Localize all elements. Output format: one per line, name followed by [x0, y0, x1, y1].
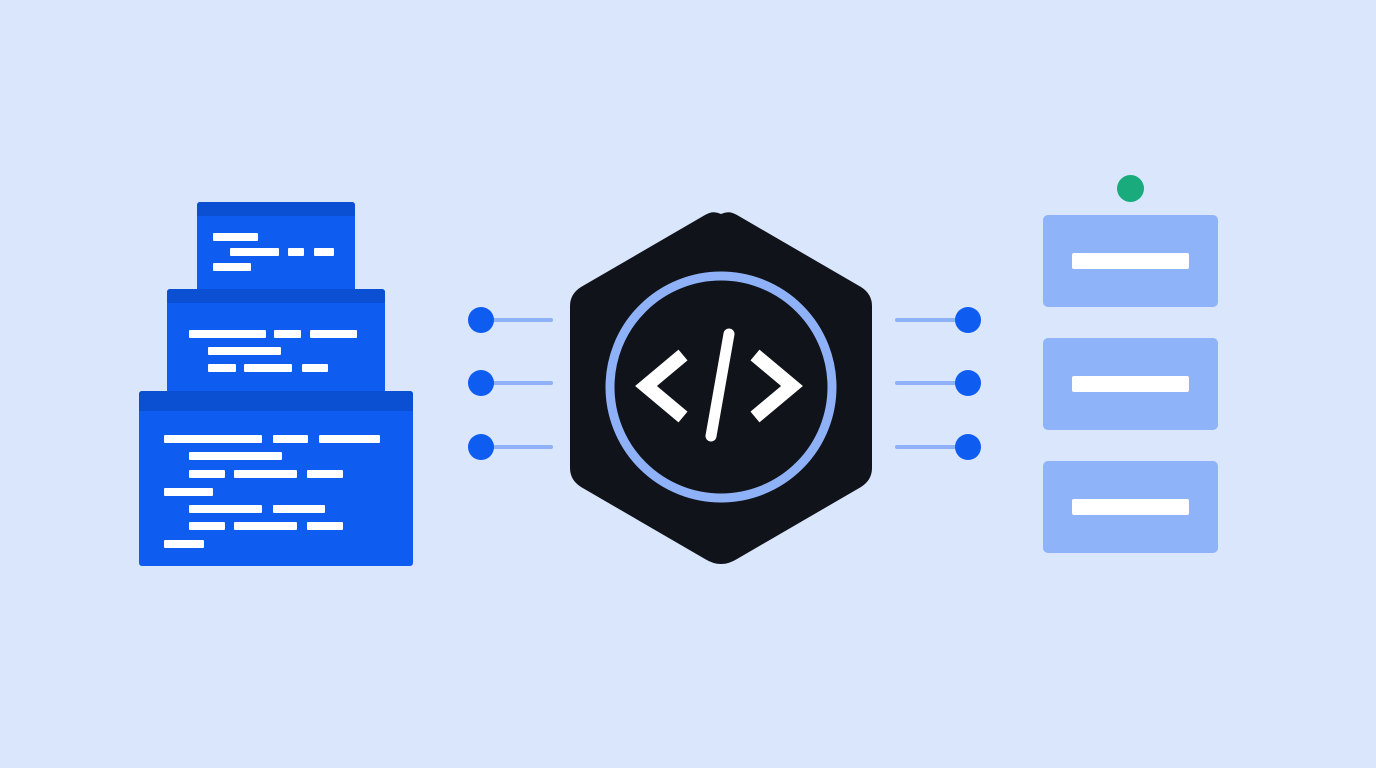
code-window-middle	[167, 289, 385, 395]
bracket-left	[635, 349, 688, 423]
output-panel	[1043, 338, 1218, 430]
code-window-titlebar	[167, 289, 385, 303]
code-line	[314, 248, 334, 256]
code-line	[189, 505, 262, 513]
code-line	[213, 263, 251, 271]
connector-line	[488, 318, 553, 322]
code-line	[189, 452, 282, 460]
code-window-back	[197, 202, 355, 294]
code-line	[230, 248, 279, 256]
code-line	[288, 248, 304, 256]
connector-node	[468, 307, 494, 333]
connector-node	[955, 307, 981, 333]
code-line	[273, 505, 325, 513]
connector-node	[468, 370, 494, 396]
code-line	[213, 233, 258, 241]
code-line	[189, 330, 266, 338]
connector-line	[895, 318, 965, 322]
code-line	[164, 540, 204, 548]
code-hub	[566, 210, 876, 564]
code-line	[244, 364, 292, 372]
connector-node	[468, 434, 494, 460]
code-line	[302, 364, 328, 372]
code-line	[307, 470, 343, 478]
code-line	[274, 330, 301, 338]
code-line	[310, 330, 357, 338]
hub-ring	[605, 271, 837, 503]
code-window-front	[139, 391, 413, 566]
code-line	[273, 435, 308, 443]
panel-bar	[1072, 253, 1189, 269]
code-line	[164, 488, 213, 496]
status-dot	[1117, 175, 1144, 202]
code-brackets-icon	[570, 212, 872, 564]
code-line	[319, 435, 380, 443]
bracket-right	[750, 349, 803, 423]
connector-node	[955, 370, 981, 396]
code-line	[307, 522, 343, 530]
connector-line	[488, 445, 553, 449]
connector-node	[955, 434, 981, 460]
output-panel	[1043, 461, 1218, 553]
code-window-titlebar	[139, 391, 413, 411]
code-line	[234, 522, 297, 530]
panel-bar	[1072, 376, 1189, 392]
connector-line	[488, 381, 553, 385]
slash	[705, 328, 735, 442]
code-line	[189, 522, 225, 530]
code-line	[189, 470, 225, 478]
connector-line	[895, 445, 965, 449]
output-panel	[1043, 215, 1218, 307]
code-line	[164, 435, 262, 443]
code-line	[208, 347, 281, 355]
code-line	[208, 364, 236, 372]
code-line	[234, 470, 297, 478]
panel-bar	[1072, 499, 1189, 515]
code-window-titlebar	[197, 202, 355, 216]
connector-line	[895, 381, 965, 385]
